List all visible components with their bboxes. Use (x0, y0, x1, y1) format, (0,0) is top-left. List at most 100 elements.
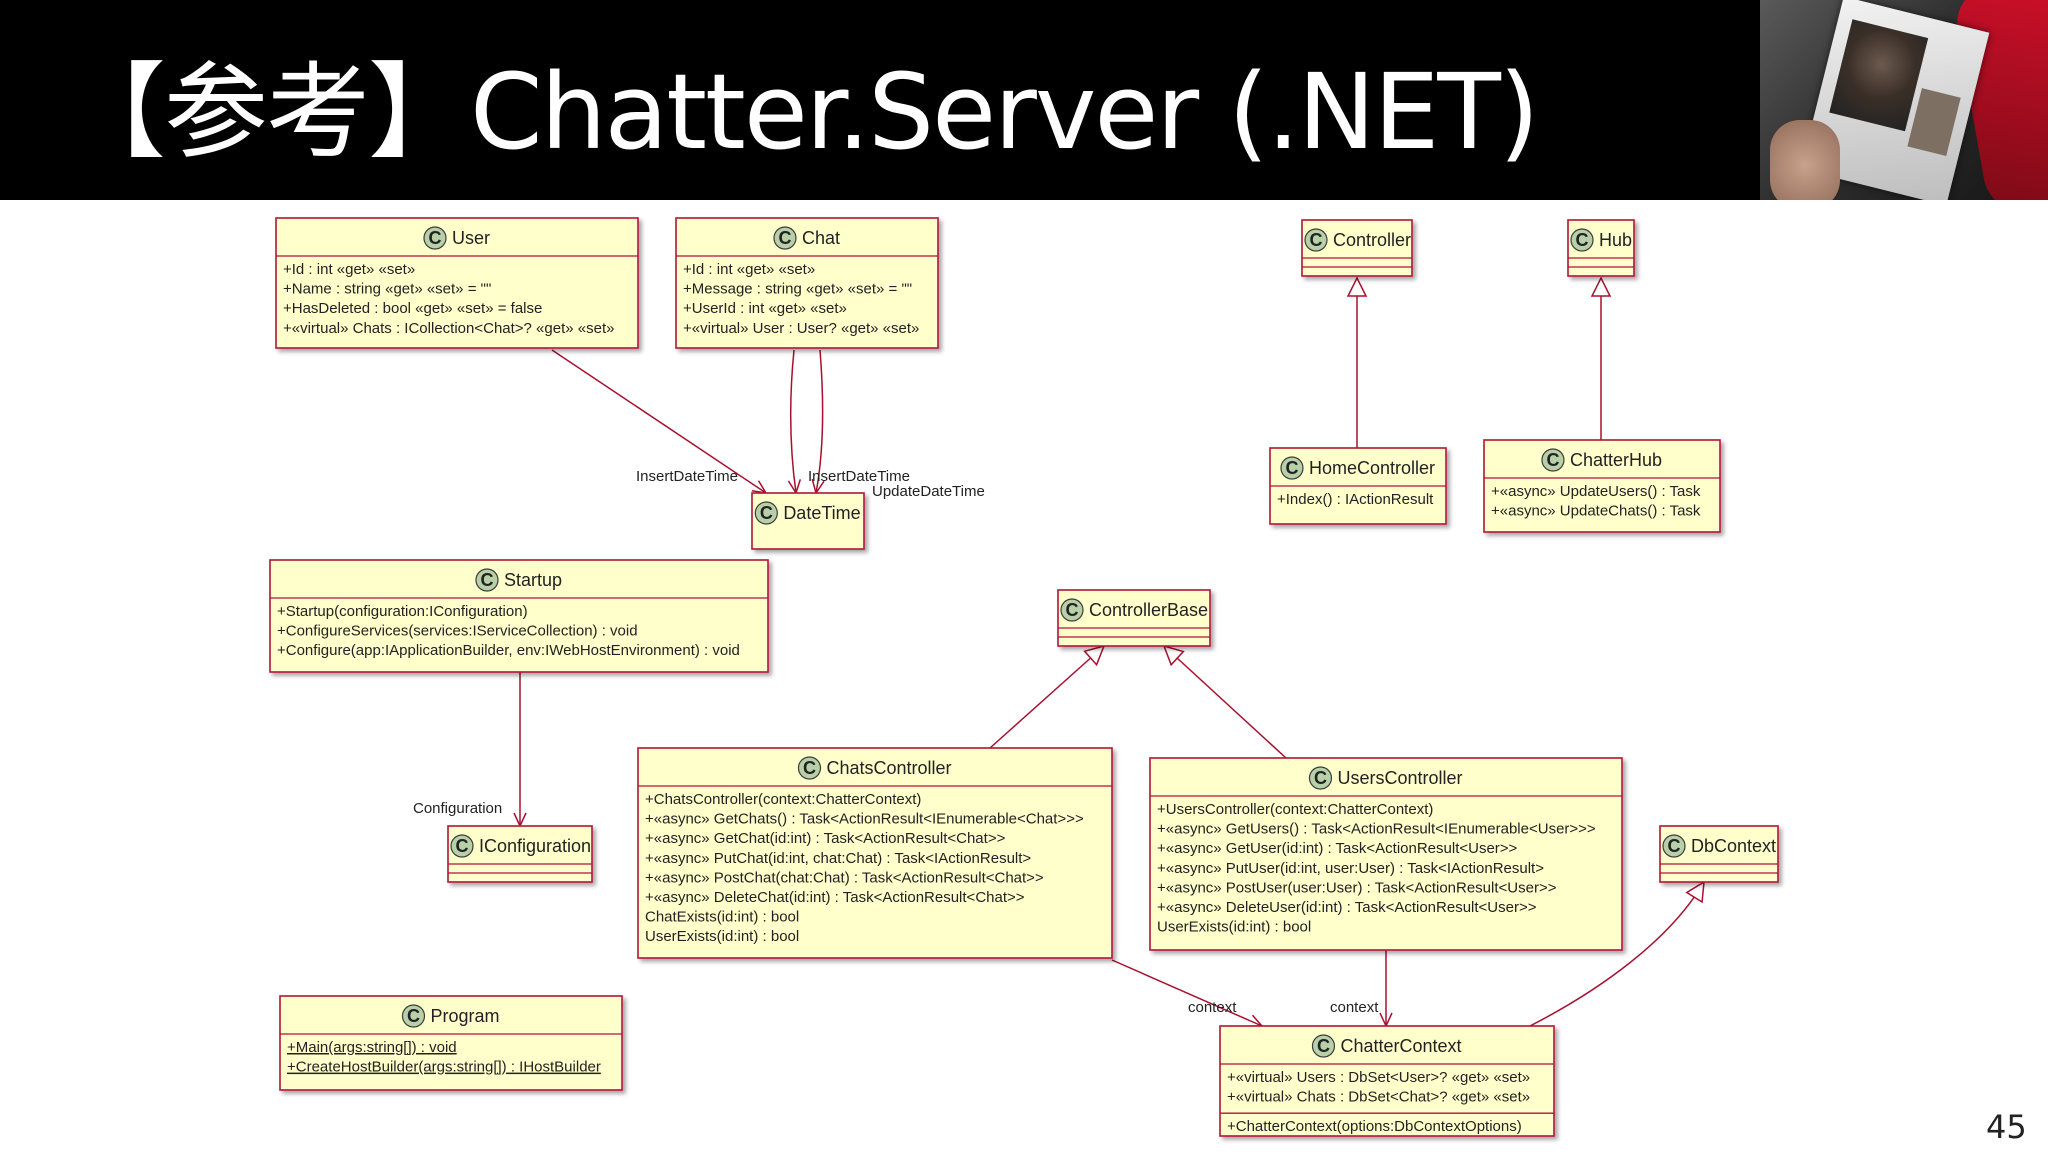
class-icon-letter: C (1668, 836, 1681, 856)
class-member: +Index() : IActionResult (1277, 491, 1434, 508)
class-icon-letter: C (1066, 600, 1079, 620)
class-stereotype-icon (1280, 456, 1304, 480)
class-iconfiguration: IConfiguration C (447, 825, 593, 883)
class-box (1483, 439, 1721, 533)
relation-line (1529, 881, 1705, 1027)
relation-label: InsertDateTime (808, 468, 910, 485)
class-member: +HasDeleted : bool «get» «set» = false (283, 300, 542, 317)
class-icon-letter: C (456, 836, 469, 856)
relation-label: Configuration (413, 800, 502, 817)
class-icon-letter: C (1546, 450, 1559, 470)
class-box (675, 217, 939, 349)
class-stereotype-icon (423, 226, 447, 250)
class-box (637, 747, 1113, 959)
class-member: +«async» GetChat(id:int) : Task<ActionRe… (645, 830, 1006, 847)
class-member: +ConfigureServices(services:IServiceColl… (277, 623, 638, 640)
class-member: +Id : int «get» «set» (683, 261, 815, 278)
class-startup: Startup C +Startup(configuration:IConfigur… (269, 559, 769, 673)
relation-line (1111, 959, 1263, 1027)
class-name: DbContext (1691, 836, 1776, 856)
class-box (1149, 757, 1623, 951)
class-member: +«async» GetChats() : Task<ActionResult<… (645, 811, 1084, 828)
class-chatscontroller: ChatsControllerC+ChatsController(context… (637, 747, 1113, 959)
class-member: +Configure(app:IApplicationBuilder, env:… (277, 642, 740, 659)
inheritance-arrowhead (1346, 276, 1368, 297)
class-member: +«async» GetUser(id:int) : Task<ActionRe… (1157, 840, 1518, 857)
class-stereotype-icon (1060, 598, 1084, 622)
class-member: +Id : int «get» «set» (283, 261, 415, 278)
class-name: HomeController (1309, 458, 1435, 478)
class-icon-letter: C (803, 758, 816, 778)
relation-label: InsertDateTime (636, 468, 738, 485)
class-member: +UserId : int «get» «set» (683, 300, 847, 317)
class-member: +«async» DeleteUser(id:int) : Task<Actio… (1157, 899, 1537, 916)
class-homecontroller: HomeController C +Index() : IActionResult (1269, 447, 1447, 525)
class-member: UserExists(id:int) : bool (1157, 919, 1311, 936)
class-icon-letter: C (778, 228, 791, 248)
class-hub: Hub C (1567, 219, 1635, 277)
class-member: +«async» PutUser(id:int, user:User) : Ta… (1157, 860, 1544, 877)
class-name: DateTime (783, 503, 860, 523)
class-member: +ChatterContext(options:DbContextOptions… (1227, 1118, 1522, 1135)
class-icon-letter: C (407, 1006, 420, 1026)
class-member: +Main(args:string[]) : void (287, 1039, 457, 1056)
class-stereotype-icon (1311, 1034, 1336, 1058)
class-name: Hub (1599, 230, 1632, 250)
class-member: +«virtual» Chats : DbSet<Chat>? «get» «s… (1227, 1089, 1530, 1106)
class-name: ControllerBase (1089, 600, 1208, 620)
class-member: +UsersController(context:ChatterContext) (1157, 801, 1433, 818)
presenter-webcam (1760, 0, 2048, 200)
class-icon-letter: C (1317, 1036, 1330, 1056)
class-stereotype-icon (1541, 448, 1565, 472)
relation-chatscontroller-controllerbase (989, 644, 1106, 749)
class-icon-letter: C (1576, 230, 1589, 250)
relation-chatterhub-hub (1590, 276, 1612, 440)
class-member: +«virtual» Users : DbSet<User>? «get» «s… (1227, 1069, 1530, 1086)
class-member: +«async» GetUsers() : Task<ActionResult<… (1157, 821, 1596, 838)
class-member: +«async» UpdateUsers() : Task (1491, 483, 1701, 500)
inheritance-arrowhead (1590, 276, 1612, 297)
class-stereotype-icon (401, 1004, 426, 1028)
relations-layer (513, 276, 1705, 1028)
class-dbcontext: DbContext C (1659, 825, 1779, 883)
class-stereotype-icon (1570, 228, 1594, 252)
class-controllerbase: ControllerBase C (1057, 589, 1211, 647)
class-member: +«virtual» User : User? «get» «set» (683, 320, 919, 337)
class-member: +Startup(configuration:IConfiguration) (277, 603, 528, 620)
relation-label: UpdateDateTime (872, 483, 985, 500)
class-stereotype-icon (773, 226, 797, 250)
class-member: +«async» PostUser(user:User) : Task<Acti… (1157, 879, 1557, 896)
class-stereotype-icon (1662, 834, 1686, 858)
relation-chattercontext-dbcontext (1529, 880, 1705, 1027)
class-member: +CreateHostBuilder(args:string[]) : IHos… (287, 1059, 601, 1076)
class-box (279, 995, 623, 1091)
class-name: IConfiguration (479, 836, 591, 856)
class-stereotype-icon (1304, 228, 1328, 252)
inheritance-arrowhead (1083, 644, 1106, 667)
class-name: Startup (504, 570, 562, 590)
class-member: +«async» PutChat(id:int, chat:Chat) : Ta… (645, 850, 1031, 867)
class-icon-letter: C (1285, 458, 1298, 478)
class-stereotype-icon (1308, 766, 1333, 790)
class-stereotype-icon (754, 501, 778, 525)
class-userscontroller: UsersControllerC+UsersController(context… (1149, 757, 1623, 951)
relation-label: context (1188, 999, 1237, 1016)
class-member: +Message : string «get» «set» = "" (683, 281, 912, 298)
relation-line (551, 349, 767, 494)
class-member: UserExists(id:int) : bool (645, 928, 799, 945)
class-icon-letter: C (480, 570, 493, 590)
class-icon-letter: C (428, 228, 441, 248)
class-name: ChatsController (826, 758, 951, 778)
relation-label: context (1330, 999, 1379, 1016)
relation-userscontroller-controllerbase (1162, 644, 1287, 759)
class-icon-letter: C (1310, 230, 1323, 250)
relation-line (989, 645, 1105, 749)
class-member: +Name : string «get» «set» = "" (283, 281, 491, 298)
class-box (269, 559, 769, 673)
